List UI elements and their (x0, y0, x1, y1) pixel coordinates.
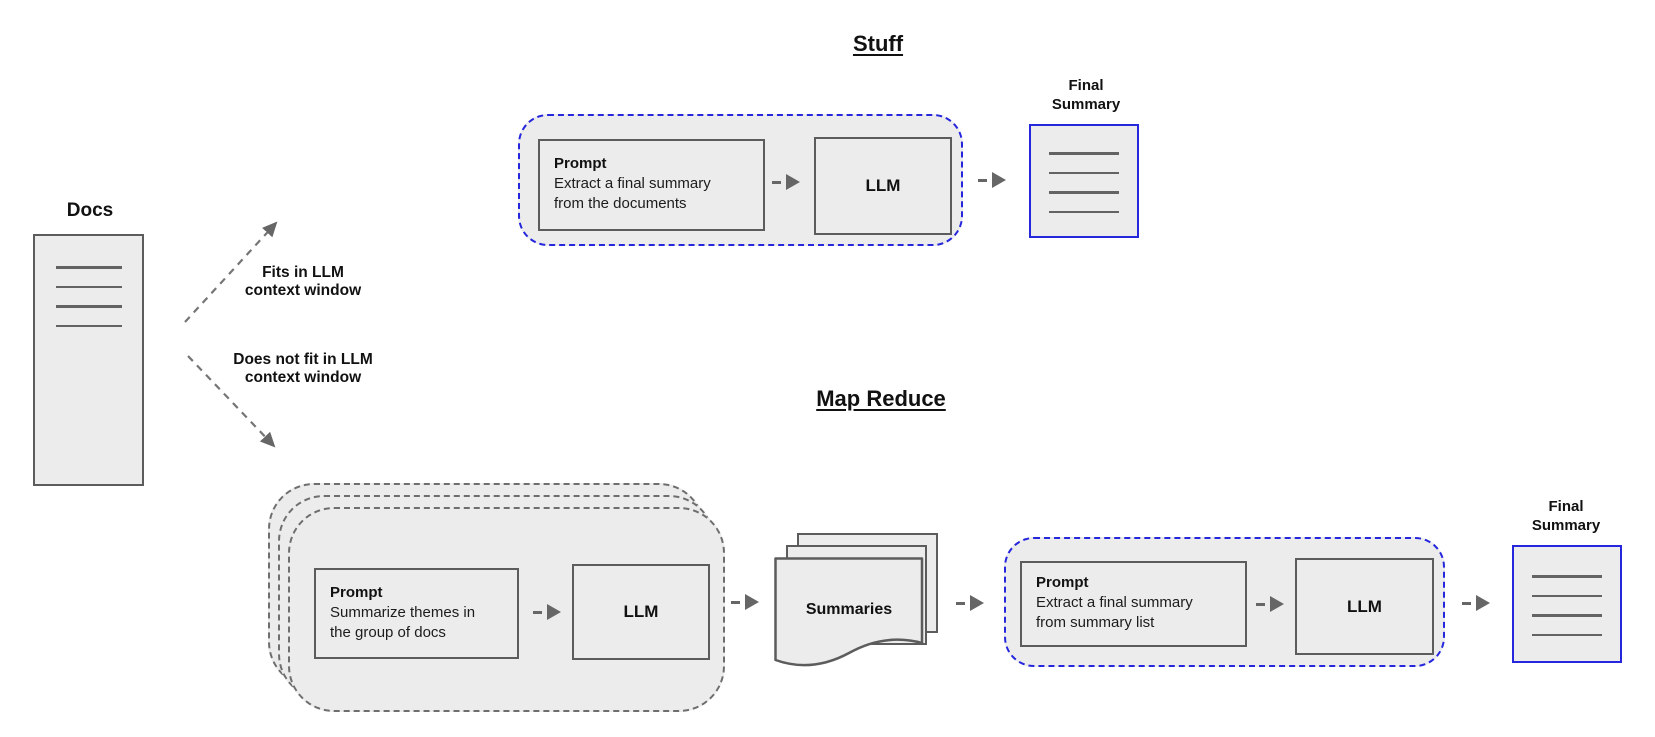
reduce-llm-box: LLM (1295, 558, 1434, 655)
branch-label-fits-line1: Fits in LLM (262, 264, 344, 281)
arrow-reduce-prompt-to-llm-icon (1256, 596, 1284, 612)
reduce-prompt-box: Prompt Extract a final summary from summ… (1020, 561, 1247, 647)
doc-line (1049, 152, 1119, 155)
reduce-final-summary-label: Final Summary (1504, 497, 1628, 535)
arrow-head (786, 174, 800, 190)
branch-label-fits: Fits in LLM context window (223, 264, 383, 300)
stuff-final-label-line2: Summary (1051, 96, 1121, 113)
stuff-prompt-title: Prompt (554, 155, 607, 172)
stuff-llm-box: LLM (814, 137, 952, 235)
arrow-dash (1462, 601, 1471, 605)
branch-label-nofit-line1: Does not fit in LLM (233, 351, 373, 368)
doc-line (1049, 210, 1119, 213)
arrow-head (745, 594, 759, 610)
docs-document (33, 234, 144, 486)
branch-label-nofit: Does not fit in LLM context window (218, 351, 388, 387)
doc-line (1532, 614, 1602, 617)
stuff-prompt-body-line1: Extract a final summary (554, 175, 711, 192)
map-stack-front-container: Prompt Summarize themes in the group of … (288, 507, 725, 712)
arrow-dash (1256, 602, 1265, 606)
doc-line (1532, 575, 1602, 578)
doc-line (1532, 633, 1602, 636)
arrow-fits-branch (184, 221, 278, 323)
stuff-chain-container: Prompt Extract a final summary from the … (518, 114, 963, 246)
arrow-map-prompt-to-llm-icon (533, 604, 561, 620)
summaries-label: Summaries (805, 601, 893, 618)
arrow-stuff-prompt-to-llm-icon (772, 174, 800, 190)
arrow-dash (533, 610, 542, 614)
reduce-prompt-title: Prompt (1036, 574, 1089, 591)
arrow-head (1270, 596, 1284, 612)
reduce-prompt-body-line2: from summary list (1036, 614, 1155, 631)
stuff-prompt-box: Prompt Extract a final summary from the … (538, 139, 765, 231)
arrow-head (970, 595, 984, 611)
arrow-summaries-to-reduce-icon (956, 595, 984, 611)
reduce-final-label-line1: Final (1548, 498, 1584, 515)
doc-line (55, 324, 122, 327)
arrow-dash (978, 178, 987, 182)
reduce-final-summary-doc (1512, 545, 1622, 663)
map-reduce-title: Map Reduce (816, 386, 946, 411)
arrow-reduce-to-final-icon (1462, 595, 1490, 611)
stuff-final-summary-doc (1029, 124, 1139, 238)
doc-line (55, 285, 122, 288)
arrow-map-to-summaries-icon (731, 594, 759, 610)
stuff-final-label-line1: Final (1068, 77, 1104, 94)
map-prompt-body-line2: the group of docs (330, 624, 446, 641)
map-prompt-title: Prompt (330, 584, 383, 601)
arrow-dash (731, 600, 740, 604)
reduce-prompt-body-line1: Extract a final summary (1036, 594, 1193, 611)
doc-line (1049, 171, 1119, 174)
doc-line (55, 266, 122, 269)
arrow-head (992, 172, 1006, 188)
stuff-title: Stuff (852, 31, 904, 56)
doc-line (1049, 191, 1119, 194)
arrow-dash (772, 180, 781, 184)
reduce-final-label-line2: Summary (1531, 517, 1601, 534)
docs-label: Docs (66, 200, 114, 221)
branch-label-nofit-line2: context window (244, 369, 362, 386)
arrow-head (547, 604, 561, 620)
map-prompt-box: Prompt Summarize themes in the group of … (314, 568, 519, 659)
stuff-final-summary-label: Final Summary (1024, 76, 1148, 114)
map-llm-box: LLM (572, 564, 710, 660)
arrow-dash (956, 601, 965, 605)
doc-line (55, 305, 122, 308)
map-prompt-body-line1: Summarize themes in (330, 604, 476, 621)
arrow-head (1476, 595, 1490, 611)
stuff-prompt-body-line2: from the documents (554, 195, 687, 212)
arrow-stuff-to-final-icon (978, 172, 1006, 188)
branch-label-fits-line2: context window (244, 282, 362, 299)
reduce-chain-container: Prompt Extract a final summary from summ… (1004, 537, 1445, 667)
doc-line (1532, 594, 1602, 597)
summaries-sheet-front (774, 557, 924, 667)
